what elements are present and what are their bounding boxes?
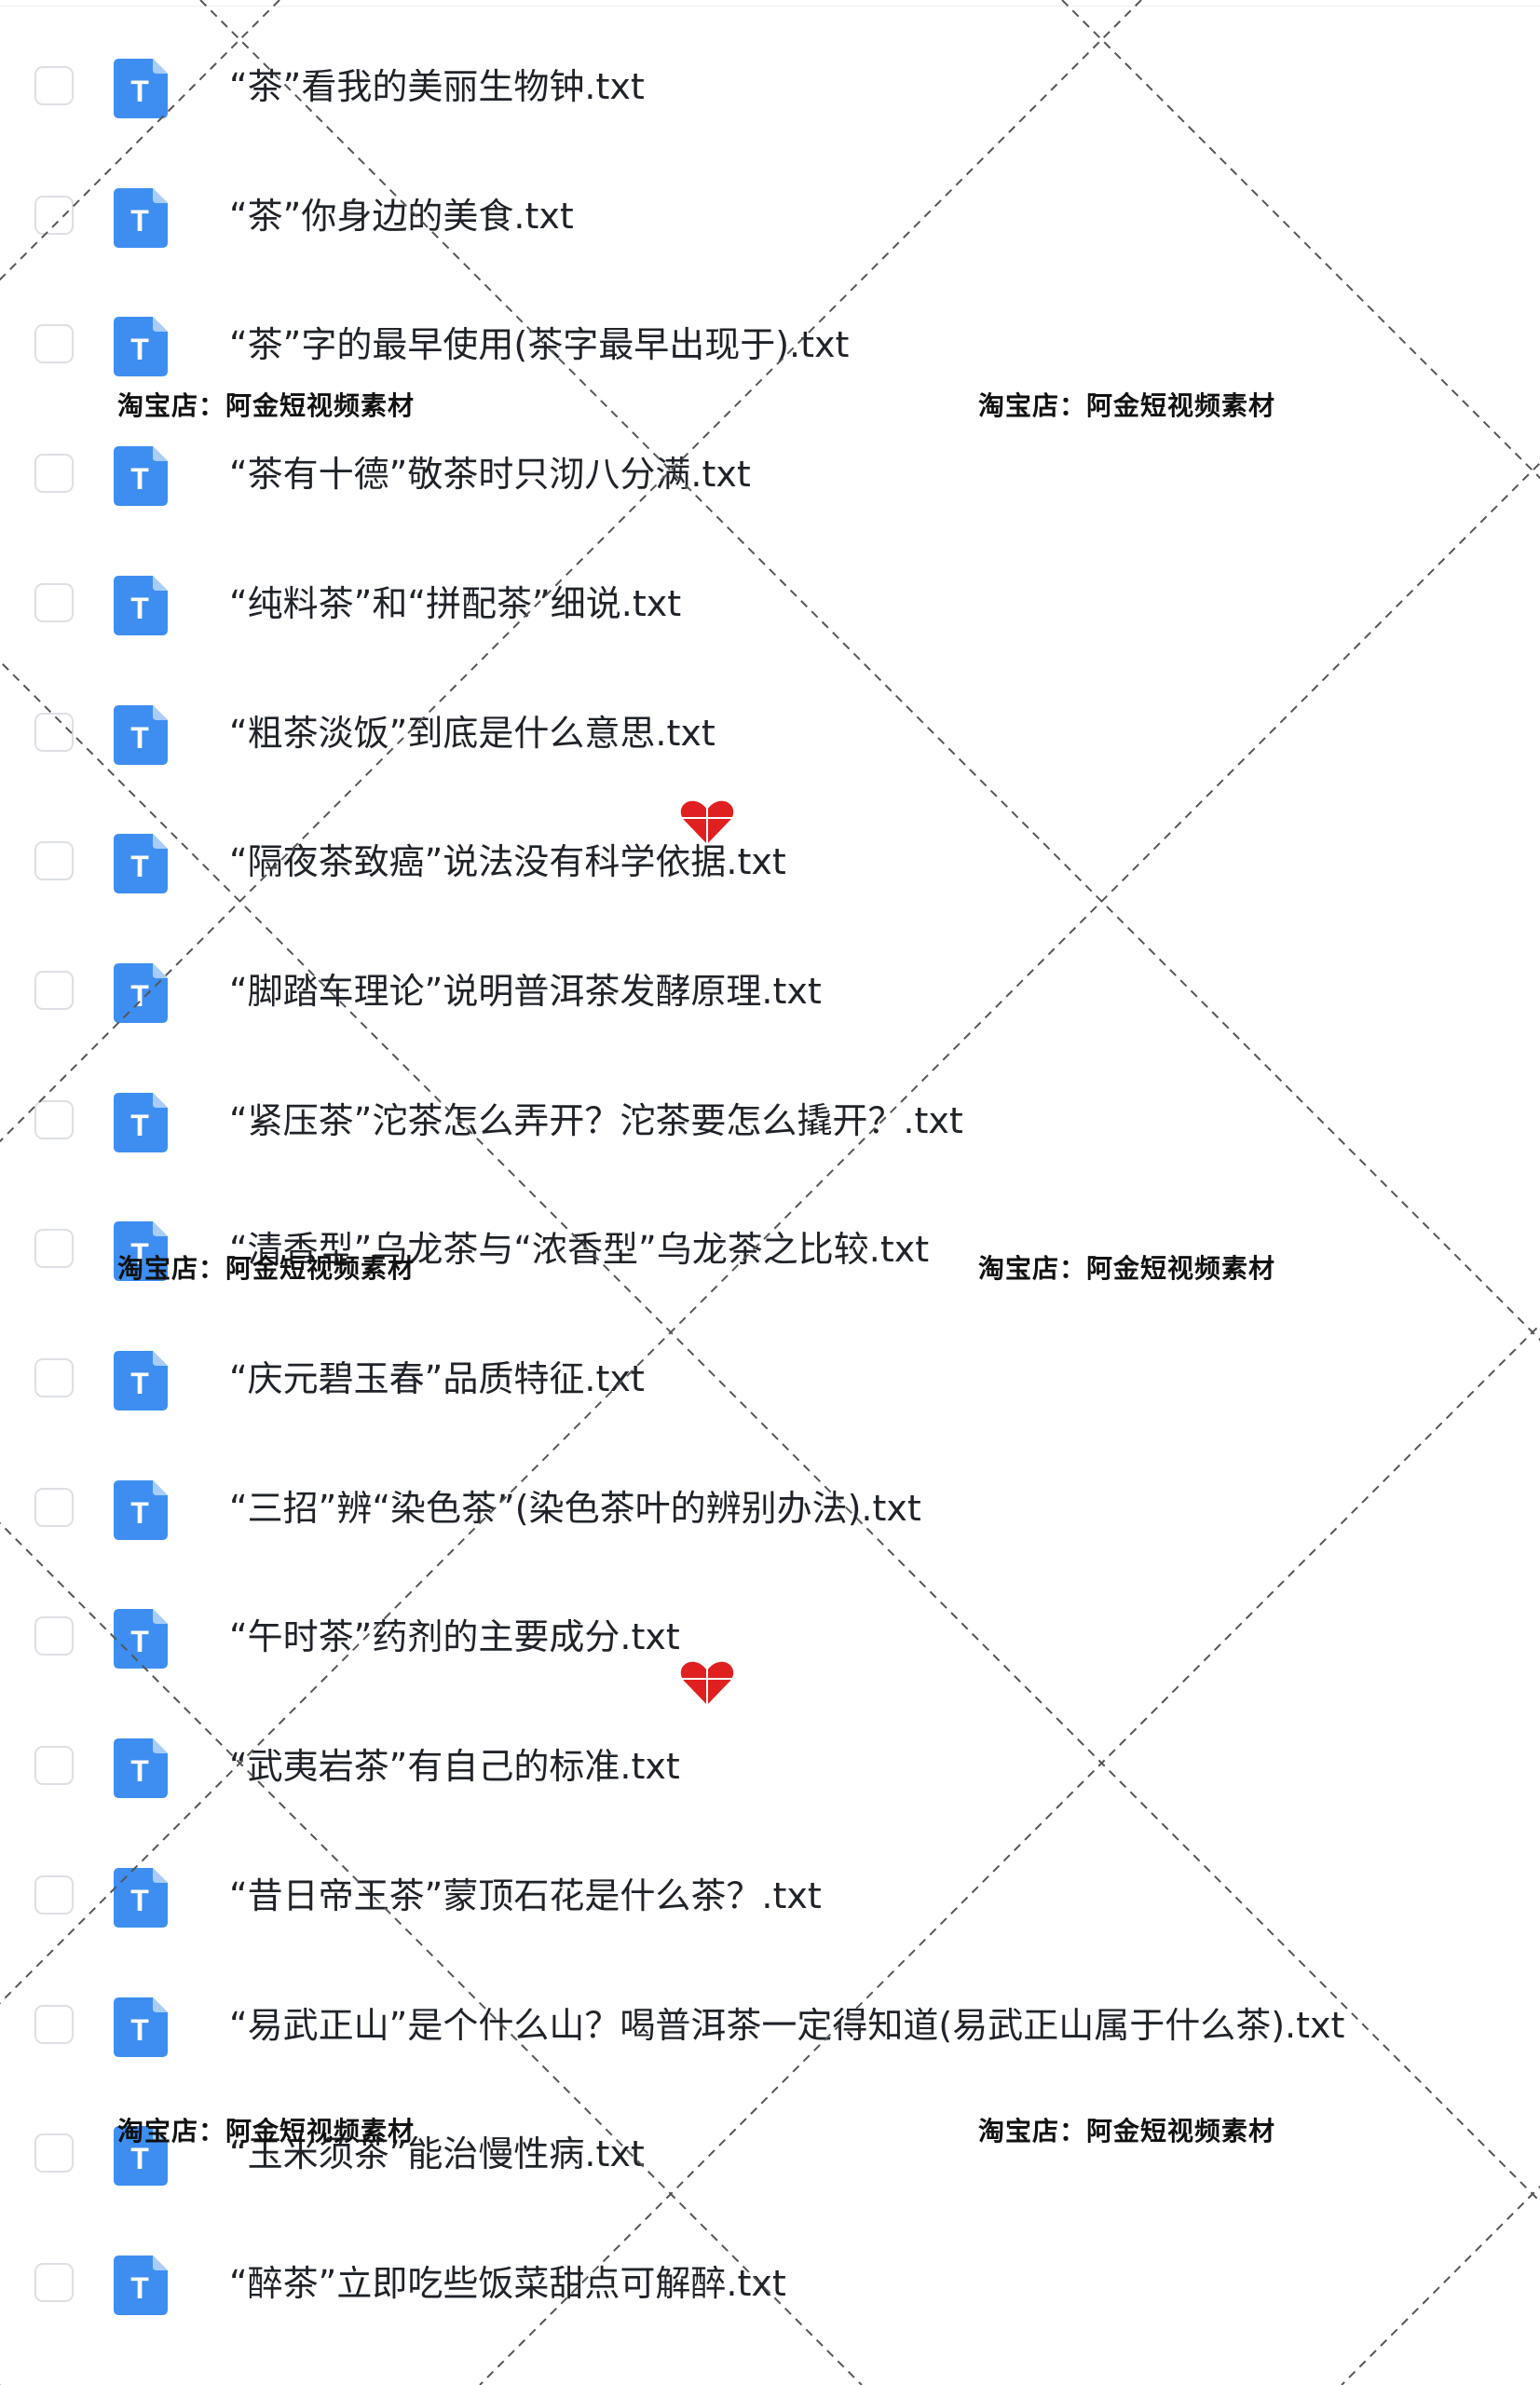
row-checkbox[interactable] — [34, 195, 74, 235]
file-row[interactable]: T “清香型”乌龙茶与“浓香型”乌龙茶之比较.txt — [0, 1175, 1540, 1303]
file-row[interactable]: T “武夷岩茶”有自己的标准.txt — [0, 1692, 1540, 1820]
svg-text:T: T — [130, 1237, 149, 1271]
text-file-icon: T — [114, 446, 168, 507]
file-name[interactable]: “脚踏车理论”说明普洱茶发酵原理.txt — [229, 970, 822, 1012]
file-row[interactable]: T “茶”你身边的美食.txt — [0, 142, 1540, 270]
file-name[interactable]: “茶”你身边的美食.txt — [229, 195, 574, 237]
svg-text:T: T — [130, 75, 149, 108]
file-row[interactable]: T “庆元碧玉春”品质特征.txt — [0, 1304, 1540, 1433]
file-name[interactable]: “紧压茶”沱茶怎么弄开？沱茶要怎么撬开？.txt — [229, 1099, 963, 1141]
file-name[interactable]: “醉茶”立即吃些饭菜甜点可解醉.txt — [229, 2262, 786, 2304]
text-file-icon: T — [114, 2255, 168, 2315]
file-row[interactable]: T “粗茶淡饭”到底是什么意思.txt — [0, 659, 1540, 787]
svg-text:T: T — [130, 1109, 149, 1142]
text-file-icon: T — [114, 1092, 168, 1152]
file-row[interactable]: T “茶”看我的美丽生物钟.txt — [0, 12, 1540, 141]
row-checkbox[interactable] — [34, 582, 74, 622]
svg-text:T: T — [130, 204, 149, 238]
svg-text:T: T — [130, 2142, 149, 2175]
svg-text:T: T — [130, 2013, 149, 2047]
file-name[interactable]: “昔日帝王茶”蒙顶石花是什么茶？.txt — [229, 1874, 822, 1916]
text-file-icon: T — [114, 704, 168, 765]
row-checkbox[interactable] — [34, 1229, 74, 1269]
row-checkbox[interactable] — [34, 66, 74, 105]
row-checkbox[interactable] — [34, 1099, 74, 1139]
row-checkbox[interactable] — [34, 841, 74, 881]
row-checkbox[interactable] — [34, 454, 74, 494]
svg-text:T: T — [130, 1367, 149, 1400]
file-row[interactable]: T “午时茶”药剂的主要成分.txt — [0, 1562, 1540, 1691]
text-file-icon: T — [114, 1738, 168, 1799]
svg-text:T: T — [130, 1884, 149, 1917]
text-file-icon: T — [114, 317, 168, 377]
row-checkbox[interactable] — [34, 1746, 74, 1786]
file-name[interactable]: “午时茶”药剂的主要成分.txt — [229, 1616, 680, 1658]
file-name[interactable]: “玉米须茶”能治慢性病.txt — [229, 2133, 645, 2175]
row-checkbox[interactable] — [34, 970, 74, 1010]
text-file-icon: T — [114, 187, 168, 248]
file-row[interactable]: T “昔日帝王茶”蒙顶石花是什么茶？.txt — [0, 1821, 1540, 1950]
file-name[interactable]: “茶”字的最早使用(茶字最早出现于).txt — [229, 324, 850, 366]
file-row[interactable]: T “隔夜茶致癌”说法没有科学依据.txt — [0, 787, 1540, 916]
text-file-icon: T — [114, 59, 168, 118]
svg-text:T: T — [130, 2271, 149, 2305]
file-row[interactable]: T “易武正山”是个什么山？喝普洱茶一定得知道(易武正山属于什么茶).txt — [0, 1951, 1540, 2079]
svg-text:T: T — [130, 1496, 149, 1530]
row-checkbox[interactable] — [34, 1487, 74, 1527]
file-name[interactable]: “粗茶淡饭”到底是什么意思.txt — [229, 712, 715, 754]
file-row[interactable]: T “醉茶”立即吃些饭菜甜点可解醉.txt — [0, 2209, 1540, 2337]
row-checkbox[interactable] — [34, 2262, 74, 2302]
file-row[interactable]: T “纯料茶”和“拼配茶”细说.txt — [0, 529, 1540, 658]
row-checkbox[interactable] — [34, 2133, 74, 2174]
file-name[interactable]: “庆元碧玉春”品质特征.txt — [229, 1358, 645, 1399]
text-file-icon: T — [114, 575, 168, 635]
file-row[interactable]: T “茶有十德”敬茶时只沏八分满.txt — [0, 400, 1540, 528]
svg-text:T: T — [130, 592, 149, 625]
file-name[interactable]: “易武正山”是个什么山？喝普洱茶一定得知道(易武正山属于什么茶).txt — [229, 2004, 1345, 2046]
text-file-icon: T — [114, 1867, 168, 1928]
row-checkbox[interactable] — [34, 324, 74, 364]
svg-text:T: T — [130, 1625, 149, 1658]
text-file-icon: T — [114, 2126, 168, 2187]
file-name[interactable]: “隔夜茶致癌”说法没有科学依据.txt — [229, 841, 786, 883]
svg-text:T: T — [130, 721, 149, 755]
file-row[interactable]: T “玉米须茶”能治慢性病.txt — [0, 2079, 1540, 2208]
svg-text:T: T — [130, 979, 149, 1013]
file-row[interactable]: T “茶”字的最早使用(茶字最早出现于).txt — [0, 270, 1540, 399]
svg-text:T: T — [130, 850, 149, 883]
text-file-icon: T — [114, 1997, 168, 2057]
file-name[interactable]: “清香型”乌龙茶与“浓香型”乌龙茶之比较.txt — [229, 1229, 930, 1271]
row-checkbox[interactable] — [34, 2004, 74, 2044]
svg-text:T: T — [130, 333, 149, 366]
file-name[interactable]: “三招”辨“染色茶”(染色茶叶的辨别办法).txt — [229, 1487, 921, 1529]
text-file-icon: T — [114, 834, 168, 894]
file-row[interactable]: T “三招”辨“染色茶”(染色茶叶的辨别办法).txt — [0, 1434, 1540, 1562]
svg-text:T: T — [130, 462, 149, 496]
text-file-icon: T — [114, 1351, 168, 1411]
file-row[interactable]: T “紧压茶”沱茶怎么弄开？沱茶要怎么撬开？.txt — [0, 1046, 1540, 1175]
file-name[interactable]: “茶有十德”敬茶时只沏八分满.txt — [229, 454, 751, 496]
file-row[interactable]: T “脚踏车理论”说明普洱茶发酵原理.txt — [0, 917, 1540, 1045]
text-file-icon: T — [114, 1221, 168, 1282]
row-checkbox[interactable] — [34, 1874, 74, 1915]
text-file-icon: T — [114, 962, 168, 1023]
text-file-icon: T — [114, 1479, 168, 1540]
file-name[interactable]: “武夷岩茶”有自己的标准.txt — [229, 1746, 680, 1788]
file-name[interactable]: “纯料茶”和“拼配茶”细说.txt — [229, 582, 682, 624]
svg-text:T: T — [130, 1754, 149, 1788]
file-name[interactable]: “茶”看我的美丽生物钟.txt — [229, 66, 645, 107]
row-checkbox[interactable] — [34, 1358, 74, 1397]
text-file-icon: T — [114, 1609, 168, 1670]
row-checkbox[interactable] — [34, 712, 74, 752]
row-checkbox[interactable] — [34, 1616, 74, 1656]
